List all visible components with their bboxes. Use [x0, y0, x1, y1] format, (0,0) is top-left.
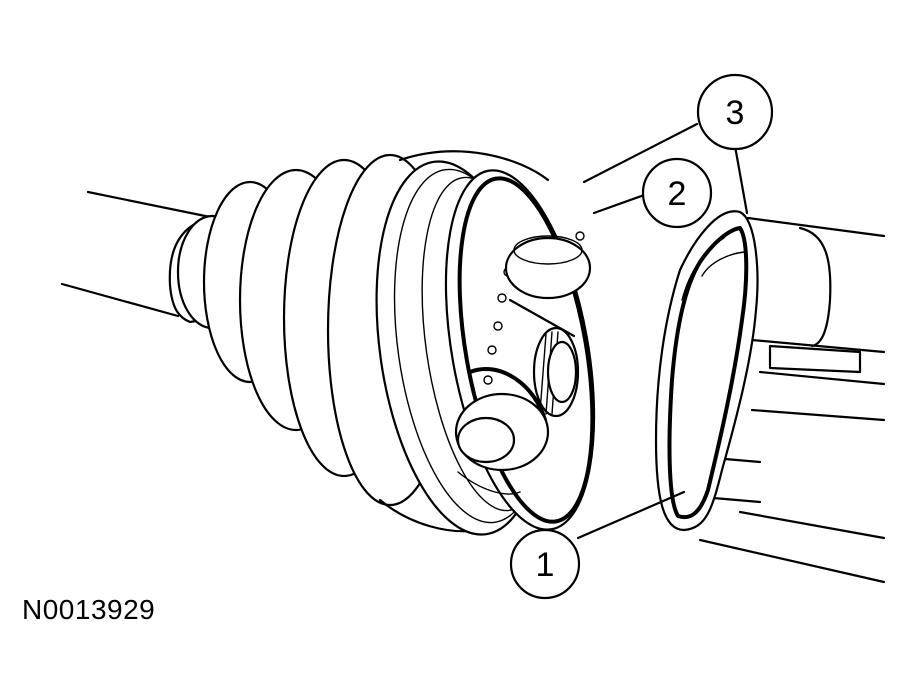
callout-3-label: 3: [726, 94, 745, 132]
callout-1-label: 1: [536, 546, 555, 584]
callout-2: 2: [641, 157, 713, 229]
callout-2-label: 2: [668, 175, 687, 213]
figure-id: N0013929: [22, 594, 156, 625]
tripod-face: [444, 169, 596, 531]
callout-1: 1: [509, 528, 581, 600]
gasket: [654, 210, 759, 532]
halfshaft: [60, 190, 217, 318]
leader-lines: [576, 122, 749, 540]
callout-3: 3: [696, 73, 774, 151]
